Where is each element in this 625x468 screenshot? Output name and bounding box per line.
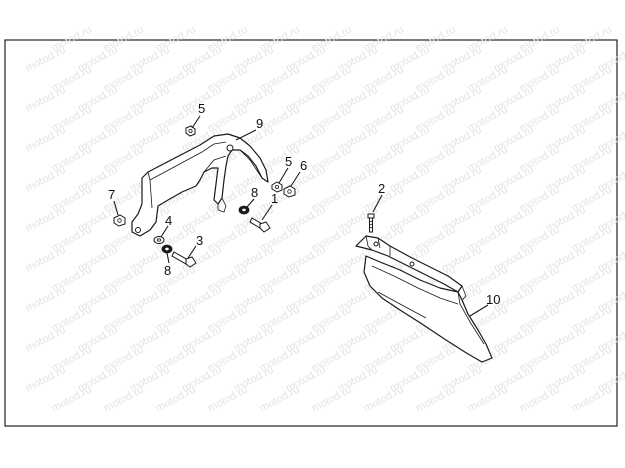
- watermark-text: motod.ru: [466, 384, 510, 415]
- washer-icon: [161, 244, 173, 254]
- callout-9: 9: [256, 116, 263, 131]
- screw-icon: [367, 213, 375, 233]
- watermark-text: motod.ru: [310, 384, 354, 415]
- washer-icon: [153, 236, 165, 244]
- nut-icon: [271, 181, 283, 193]
- callout-3: 3: [196, 233, 203, 248]
- callout-4: 4: [165, 213, 172, 228]
- bolt-icon: [249, 217, 271, 233]
- nut-icon: [113, 214, 126, 227]
- watermark-text: motod.ru: [414, 384, 458, 415]
- callout-2: 2: [378, 181, 385, 196]
- diagram-frame: [4, 39, 618, 427]
- bolt-icon: [171, 251, 197, 268]
- watermark-text: motod.ru: [24, 364, 68, 395]
- watermark-text: motod.ru: [362, 384, 406, 415]
- leader-lines: [113, 115, 489, 317]
- callout-5: 5: [198, 101, 205, 116]
- callout-6: 6: [300, 158, 307, 173]
- callout-1: 1: [271, 191, 278, 206]
- nut-icon: [185, 125, 196, 137]
- callout-5: 5: [285, 154, 292, 169]
- callout-8: 8: [251, 185, 258, 200]
- watermark-text: motod.ru: [24, 84, 68, 115]
- watermark-text: motod.ru: [24, 284, 68, 315]
- watermark-text: motod.ru: [24, 124, 68, 155]
- watermark-text: motod.ru: [570, 384, 614, 415]
- callout-8: 8: [164, 263, 171, 278]
- mudguard-part-10: [355, 235, 493, 363]
- watermark-text: motod.ru: [206, 384, 250, 415]
- watermark-text: motod.ru: [102, 384, 146, 415]
- watermark-text: motod.ru: [24, 204, 68, 235]
- callout-7: 7: [108, 187, 115, 202]
- rear-bracket-part-9: [131, 133, 269, 237]
- watermark-text: motod.ru: [518, 384, 562, 415]
- watermark-text: motod.ru: [24, 164, 68, 195]
- watermark-text: motod.ru: [154, 384, 198, 415]
- watermark-text: motod.ru: [24, 324, 68, 355]
- watermark-text: motod.ru: [50, 384, 94, 415]
- callout-10: 10: [486, 292, 500, 307]
- callout-labels: 5 9 5 6 7 8 1 4 3 8 2 10: [108, 101, 500, 307]
- watermark-text: motod.ru: [24, 44, 68, 75]
- nut-icon: [283, 185, 296, 198]
- watermark-text: motod.ru: [24, 244, 68, 275]
- watermark-text: motod.ru: [258, 384, 302, 415]
- hardware-group: [113, 125, 296, 268]
- washer-icon: [238, 205, 250, 215]
